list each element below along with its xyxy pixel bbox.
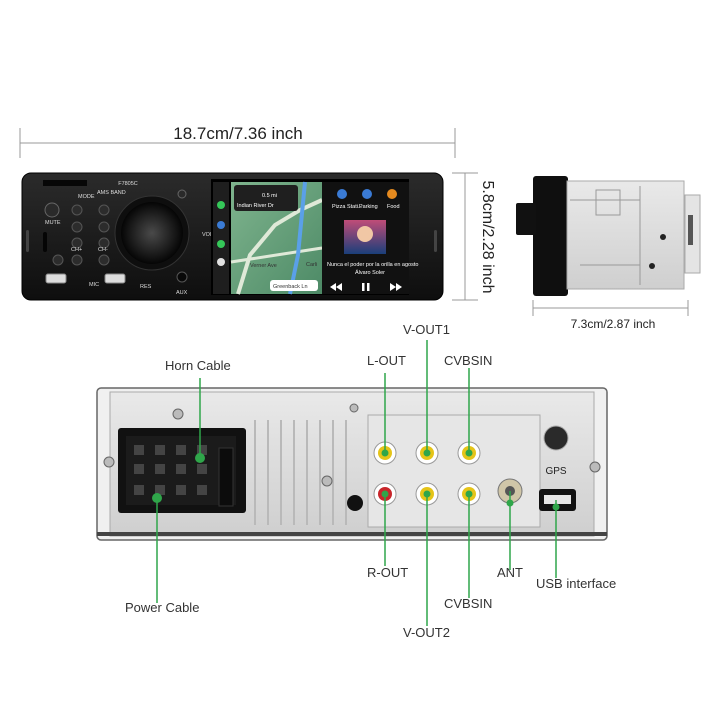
svg-text:MODE: MODE (78, 194, 95, 200)
svg-text:Verner Ave: Verner Ave (250, 263, 277, 269)
svg-text:AMS BAND: AMS BAND (97, 190, 126, 196)
svg-text:GPS: GPS (545, 466, 566, 477)
svg-text:MUTE: MUTE (45, 220, 61, 226)
svg-text:Food: Food (387, 204, 400, 210)
aux-jack (176, 271, 188, 283)
v-out2-label: V-OUT2 (403, 625, 450, 640)
svg-text:Carli: Carli (306, 262, 317, 268)
artist: Álvaro Soler (355, 269, 385, 276)
nav-street: Indian River Dr (237, 203, 274, 209)
svg-text:CH+: CH+ (71, 247, 82, 253)
power-cable-label: Power Cable (125, 600, 199, 615)
svg-text:Pizza Stati...: Pizza Stati... (332, 204, 363, 210)
nav-distance: 0.5 mi (262, 193, 277, 199)
v-out1-label: V-OUT1 (403, 322, 450, 337)
gps-port (543, 425, 569, 451)
callout-dots (152, 449, 560, 511)
cvbsin-top-label: CVBSIN (444, 353, 492, 368)
rear-panel: GPS (96, 387, 608, 541)
svg-text:RES: RES (140, 284, 152, 290)
height-dimension: 5.8cm/2.28 inch (452, 172, 496, 301)
song-title: Nunca el poder por la orilla en agosto (327, 262, 418, 268)
volume-knob[interactable] (121, 202, 183, 264)
depth-label: 7.3cm/2.87 inch (571, 317, 656, 331)
destination: Greenback Ln (273, 284, 308, 290)
svg-text:AUX: AUX (176, 290, 188, 296)
width-dimension: 18.7cm/7.36 inch (19, 124, 456, 158)
playback-controls[interactable] (330, 283, 402, 291)
mute-button[interactable] (44, 202, 60, 218)
svg-text:VOL: VOL (202, 232, 213, 238)
r-out-label: R-OUT (367, 565, 408, 580)
horn-cable-label: Horn Cable (165, 358, 231, 373)
model-label: F7805C (118, 181, 138, 187)
ant-label: ANT (497, 565, 523, 580)
button-grid (52, 204, 110, 266)
width-label: 18.7cm/7.36 inch (173, 124, 302, 143)
callout-lines (156, 340, 557, 626)
l-out-label: L-OUT (367, 353, 406, 368)
front-panel: F7805C MODE AMS BAND MUTE CH+ CH- MIC (21, 172, 444, 301)
usb-label: USB interface (536, 576, 616, 591)
svg-text:MIC: MIC (89, 282, 99, 288)
iso-connector (118, 428, 246, 513)
svg-text:CH-: CH- (98, 247, 108, 253)
height-label: 5.8cm/2.28 inch (479, 181, 496, 294)
side-view: 7.3cm/2.87 inch (516, 176, 701, 331)
front-usb-port (45, 273, 67, 284)
svg-text:Parking: Parking (359, 204, 378, 210)
cvbsin-bottom-label: CVBSIN (444, 596, 492, 611)
screen[interactable]: 0.5 mi Indian River Dr Verner Ave Carli … (213, 181, 418, 295)
